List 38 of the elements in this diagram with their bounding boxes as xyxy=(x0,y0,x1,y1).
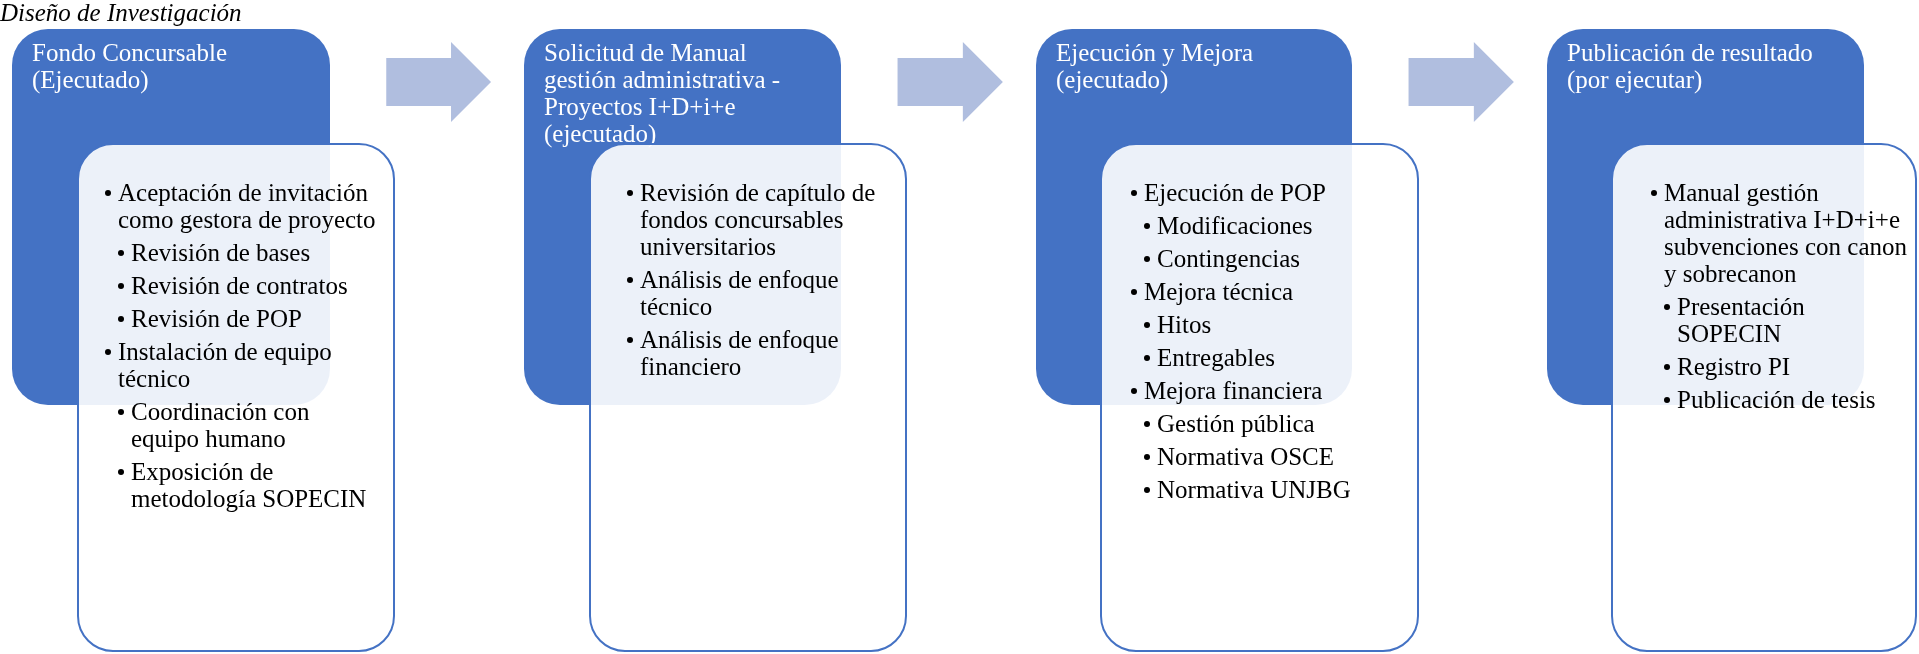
stage-title: Solicitud de Manual gestión administrativa - Proyectos I+D+i+e (ejecutado) xyxy=(544,39,782,147)
sub-item: Publicación de tesis xyxy=(1677,386,1876,413)
list-item: Ejecución de POP xyxy=(1144,179,1326,206)
stage-title: Ejecución y Mejora (ejecutado) xyxy=(1056,39,1255,93)
sub-item: Entregables xyxy=(1157,344,1275,371)
list-item: Revisión de capítulo de fondos concursables universitarios xyxy=(640,179,877,260)
block-arrow xyxy=(386,42,491,122)
sub-item: Exposición de metodología SOPECIN xyxy=(131,458,368,512)
diagram-title: Diseño de Investigación xyxy=(0,0,242,26)
stage-header-box xyxy=(1036,29,1352,143)
sub-item: Contingencias xyxy=(1157,245,1301,272)
sub-item: Normativa UNJBG xyxy=(1157,476,1351,503)
sub-item: Registro PI xyxy=(1677,353,1791,380)
list-item: Instalación de equipo técnico xyxy=(118,338,333,392)
task-list-box xyxy=(1100,143,1419,652)
sub-item: Hitos xyxy=(1157,311,1212,338)
sub-item: Presentación SOPECIN xyxy=(1677,293,1806,347)
stage-header-box xyxy=(12,29,330,143)
list-item: Aceptación de invitación como gestora de proyecto xyxy=(118,179,377,233)
task-list-box xyxy=(1611,143,1917,652)
sub-item: Revisión de bases xyxy=(131,239,311,266)
sub-item: Revisión de contratos xyxy=(131,272,348,299)
sub-item: Coordinación con equipo humano xyxy=(131,398,311,452)
stage-header-box xyxy=(1547,29,1864,143)
block-arrow xyxy=(1408,42,1514,122)
stage-title: Publicación de resultado (por ejecutar) xyxy=(1567,39,1814,93)
sub-item: Revisión de POP xyxy=(131,305,302,332)
block-arrow xyxy=(897,42,1003,122)
sub-item: Gestión pública xyxy=(1157,410,1315,437)
list-item: Análisis de enfoque técnico xyxy=(640,266,840,320)
list-item: Manual gestión administrativa I+D+i+e subvenciones con canon y sobrecanon xyxy=(1664,179,1908,287)
list-item: Análisis de enfoque financiero xyxy=(640,326,840,380)
list-item: Mejora financiera xyxy=(1144,377,1323,404)
stage-title: Fondo Concursable (Ejecutado) xyxy=(32,39,229,93)
sub-item: Normativa OSCE xyxy=(1157,443,1335,470)
task-list-box xyxy=(77,143,395,652)
sub-item: Modificaciones xyxy=(1157,212,1313,239)
list-item: Mejora técnica xyxy=(1144,278,1294,305)
